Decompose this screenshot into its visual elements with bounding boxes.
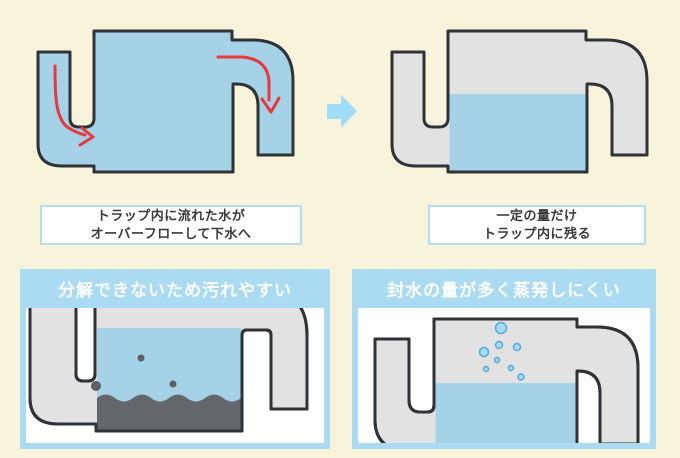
sludge-shape xyxy=(97,394,241,430)
dirty-trap-view xyxy=(26,308,324,443)
dirt-dot xyxy=(169,380,177,388)
panel-dirty-trap: 分解できないため汚れやすい xyxy=(20,269,330,449)
bubble xyxy=(507,364,515,372)
bubble xyxy=(517,373,525,381)
panel-dirty-header: 分解できないため汚れやすい xyxy=(58,281,292,300)
panel-seal-header: 封水の量が多く蒸発しにくい xyxy=(387,281,621,300)
caption-overflow-line1: トラップ内に流れた水が xyxy=(96,208,246,223)
inflow-arrowhead-icon xyxy=(78,126,95,147)
top-diagrams xyxy=(36,29,649,174)
panel-seal-water: 封水の量が多く蒸発しにくい xyxy=(352,269,656,449)
dirty-trap-outline xyxy=(28,308,309,433)
caption-retained-line1: 一定の量だけ xyxy=(496,208,578,223)
overflow-arrowhead-icon xyxy=(260,96,281,114)
caption-overflow-line2: オーバーフローして下水へ xyxy=(90,226,252,241)
trap-retained-outline xyxy=(390,29,649,174)
dirt-dot xyxy=(91,381,101,391)
seal-water-view xyxy=(358,308,650,443)
trap-retained-group xyxy=(390,29,649,174)
bubble xyxy=(494,321,508,335)
seal-water-shape xyxy=(435,383,576,443)
bubble xyxy=(478,346,490,358)
overflow-arrow-icon xyxy=(216,55,271,102)
caption-overflow: トラップ内に流れた水が オーバーフローして下水へ xyxy=(40,205,302,245)
trap-overflow-shape xyxy=(36,29,295,174)
seal-trap-outline xyxy=(373,317,640,443)
dirt-dot xyxy=(137,354,145,362)
retained-water-shape xyxy=(449,94,586,171)
bubble xyxy=(512,342,522,352)
seal-water-drawing xyxy=(373,317,640,443)
caption-retained-line2: トラップ内に残る xyxy=(482,226,591,241)
dirty-trap-drawing xyxy=(28,308,309,433)
bubble xyxy=(493,356,501,364)
caption-retained: 一定の量だけ トラップ内に残る xyxy=(428,205,646,245)
transition-right-arrow-icon xyxy=(327,95,357,128)
bubble xyxy=(494,340,504,350)
bubble xyxy=(482,365,490,373)
inflow-arrow-icon xyxy=(53,64,87,137)
